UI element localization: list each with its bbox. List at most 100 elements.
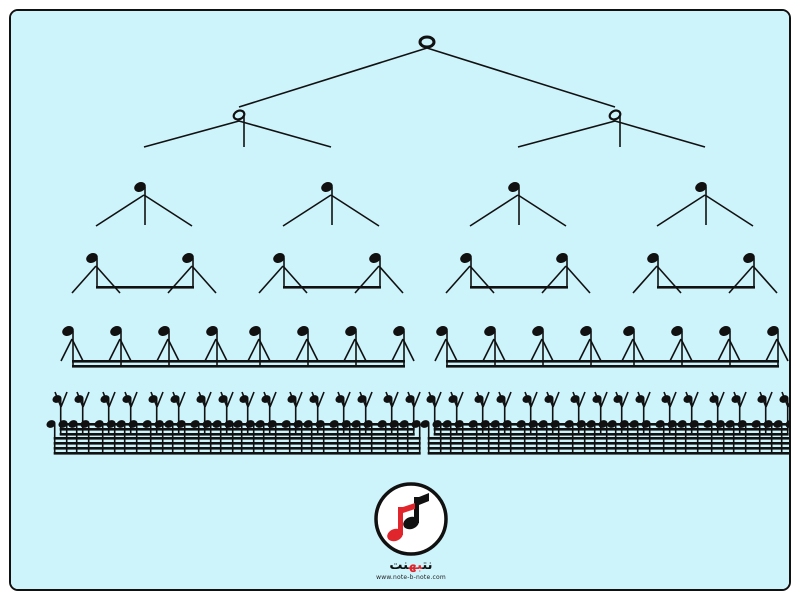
- sixteenth-note-icon: [671, 326, 683, 336]
- logo-brand-text: نتبهنت: [371, 559, 451, 573]
- diagram-frame: نتبهنت www.note-b-note.com: [9, 9, 791, 591]
- thirty-second-note-icon: [309, 395, 319, 403]
- branch-line: [632, 265, 658, 294]
- sixteenth-note-icon: [393, 326, 405, 336]
- thirty-second-note-icon: [570, 395, 580, 403]
- beam-bar: [470, 286, 568, 289]
- branch-line: [130, 391, 138, 408]
- branch-line: [71, 338, 84, 362]
- beam-bar: [53, 452, 421, 455]
- sixty-fourth-note-icon: [245, 420, 255, 428]
- branch-line: [108, 338, 121, 362]
- sixty-fourth-note-icon: [751, 420, 761, 428]
- quarter-note-icon: [134, 182, 146, 192]
- branch-line: [434, 338, 447, 362]
- branch-line: [330, 194, 380, 227]
- logo-brand-right: نت: [389, 558, 409, 573]
- branch-line: [621, 338, 634, 362]
- branch-line: [119, 338, 132, 362]
- branch-line: [167, 338, 180, 362]
- sixty-fourth-note-icon: [715, 420, 725, 428]
- thirty-second-note-icon: [357, 395, 367, 403]
- branch-line: [717, 391, 725, 408]
- branch-line: [295, 338, 308, 362]
- thirty-second-note-icon: [74, 395, 84, 403]
- branch-line: [456, 391, 464, 408]
- sixty-fourth-note-icon: [550, 420, 560, 428]
- branch-line: [621, 391, 629, 408]
- thirty-second-note-icon: [100, 395, 110, 403]
- beam-bar: [427, 447, 789, 450]
- sixteenth-note-icon: [62, 326, 74, 336]
- thirty-second-note-icon: [261, 395, 271, 403]
- sixteenth-note-icon: [206, 326, 218, 336]
- branch-line: [295, 391, 303, 408]
- branch-line: [765, 391, 773, 408]
- sixty-fourth-note-icon: [655, 420, 665, 428]
- beam-bar: [427, 452, 789, 455]
- sixty-fourth-note-icon: [281, 420, 291, 428]
- sixty-fourth-note-icon: [703, 420, 713, 428]
- branch-line: [215, 338, 228, 362]
- branch-line: [108, 391, 116, 408]
- sixteenth-note-icon: [623, 326, 635, 336]
- branch-line: [143, 120, 240, 148]
- sixty-fourth-note-icon: [389, 420, 399, 428]
- beam-bar: [72, 360, 405, 363]
- branch-line: [541, 338, 554, 362]
- sixty-fourth-note-icon: [154, 420, 164, 428]
- branch-line: [156, 391, 164, 408]
- sixty-fourth-note-icon: [303, 420, 313, 428]
- branch-line: [691, 391, 699, 408]
- branch-line: [82, 391, 90, 408]
- sixty-fourth-note-icon: [773, 420, 783, 428]
- beam-bar: [53, 442, 421, 445]
- branch-line: [728, 338, 741, 362]
- thirty-second-note-icon: [496, 395, 506, 403]
- sixty-fourth-note-icon: [233, 420, 243, 428]
- sixty-fourth-note-icon: [351, 420, 361, 428]
- branch-line: [156, 338, 169, 362]
- beam-bar: [427, 442, 789, 445]
- beam-bar: [433, 428, 789, 431]
- sixty-fourth-note-icon: [619, 420, 629, 428]
- sixteenth-note-icon: [580, 326, 592, 336]
- thirty-second-note-icon: [218, 395, 228, 403]
- sixty-fourth-note-icon: [528, 420, 538, 428]
- sixty-fourth-note-icon: [689, 420, 699, 428]
- sixty-fourth-note-icon: [538, 420, 548, 428]
- eighth-note-icon: [460, 253, 472, 263]
- half-note-icon: [608, 109, 622, 121]
- sixteenth-note-icon: [436, 326, 448, 336]
- branch-line: [354, 338, 367, 362]
- sixty-fourth-note-icon: [576, 420, 586, 428]
- quarter-note-icon: [695, 182, 707, 192]
- sixteenth-note-icon: [110, 326, 122, 336]
- thirty-second-note-icon: [779, 395, 789, 403]
- branch-line: [60, 391, 68, 408]
- beam-bar: [427, 437, 789, 440]
- sixty-fourth-note-icon: [190, 420, 200, 428]
- note-symbols: [46, 35, 789, 454]
- branch-line: [95, 194, 145, 227]
- sixty-fourth-note-icon: [255, 420, 265, 428]
- beam-bar: [72, 365, 405, 368]
- branch-line: [306, 338, 319, 362]
- sixty-fourth-note-icon: [293, 420, 303, 428]
- branch-line: [517, 194, 567, 227]
- sixty-fourth-note-icon: [142, 420, 152, 428]
- branch-line: [391, 338, 404, 362]
- thirty-second-note-icon: [522, 395, 532, 403]
- branch-line: [704, 194, 754, 227]
- branch-line: [589, 338, 602, 362]
- thirty-second-note-icon: [426, 395, 436, 403]
- sixty-fourth-note-icon: [58, 420, 68, 428]
- thirty-second-note-icon: [544, 395, 554, 403]
- branch-line: [656, 194, 706, 227]
- sixty-fourth-note-icon: [490, 420, 500, 428]
- sixty-fourth-note-icon: [399, 420, 409, 428]
- sixty-fourth-note-icon: [564, 420, 574, 428]
- sixty-fourth-note-icon: [411, 420, 421, 428]
- sixty-fourth-note-icon: [420, 420, 430, 428]
- sixty-fourth-note-icon: [46, 420, 56, 428]
